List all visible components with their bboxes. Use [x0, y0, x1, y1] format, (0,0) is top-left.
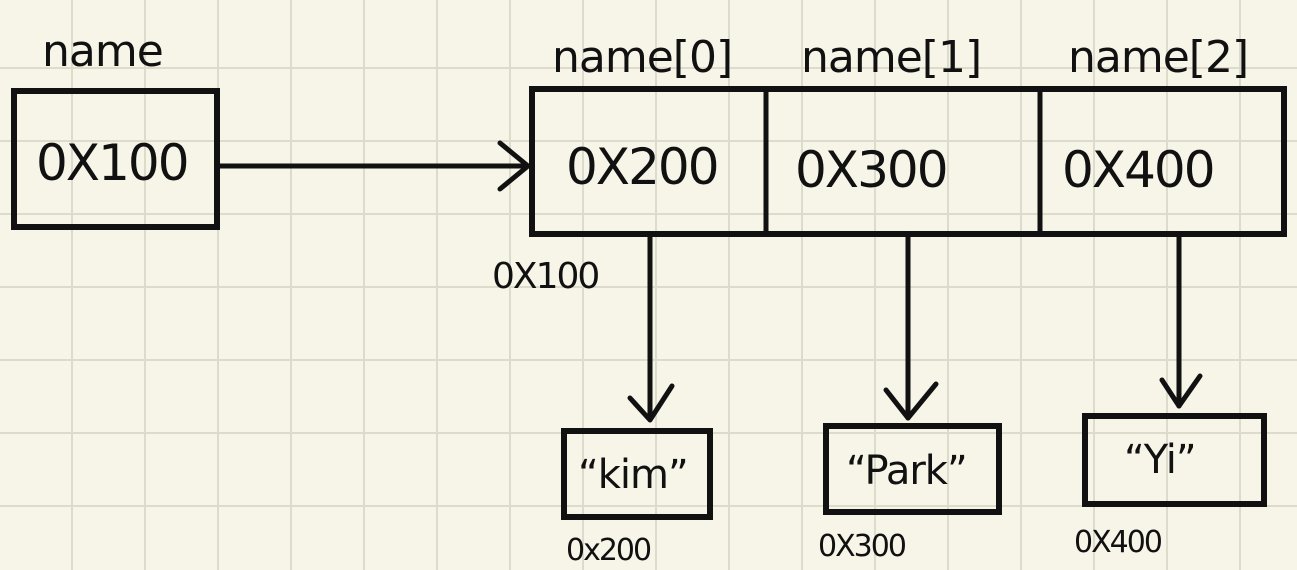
arrow-head-string-1: [883, 381, 939, 421]
string-box-2: [1082, 413, 1267, 507]
pointer-value: 0X100: [36, 134, 188, 192]
pointer-box: [11, 88, 220, 230]
string-literal-2: “Yi” 0X400: [1074, 413, 1267, 560]
array-cell-value-1: 0X300: [795, 141, 947, 199]
array-to-string-arrows: [627, 231, 1203, 423]
string-literal-1: “Park” 0X300: [818, 423, 1002, 564]
string-text-0: “kim”: [578, 452, 688, 498]
array-cell-value-2: 0X400: [1062, 141, 1214, 199]
arrow-head-string-0: [627, 383, 675, 423]
arrow-head: [497, 140, 531, 192]
string-box-1: [823, 423, 1002, 515]
pointer-array: name[0] name[1] name[2] 0X200 0X300 0X40…: [492, 32, 1287, 297]
arrow-head-string-2: [1159, 373, 1203, 409]
array-cell-label-0: name[0]: [552, 32, 732, 83]
array-cell-label-2: name[2]: [1068, 32, 1248, 83]
string-literal-0: “kim” 0x200: [561, 428, 713, 568]
array-cell-value-0: 0X200: [566, 138, 718, 196]
string-address-0: 0x200: [566, 533, 651, 568]
array-cell-label-1: name[1]: [801, 32, 981, 83]
string-address-2: 0X400: [1074, 525, 1162, 560]
string-text-1: “Park”: [846, 448, 967, 494]
pointer-name-label: name: [42, 26, 163, 77]
pointer-variable: name 0X100: [11, 26, 220, 230]
array-address: 0X100: [492, 256, 598, 297]
string-address-1: 0X300: [818, 529, 906, 564]
pointer-to-array-arrow: [217, 140, 531, 192]
string-text-2: “Yi”: [1124, 437, 1196, 483]
string-box-0: [561, 428, 713, 520]
